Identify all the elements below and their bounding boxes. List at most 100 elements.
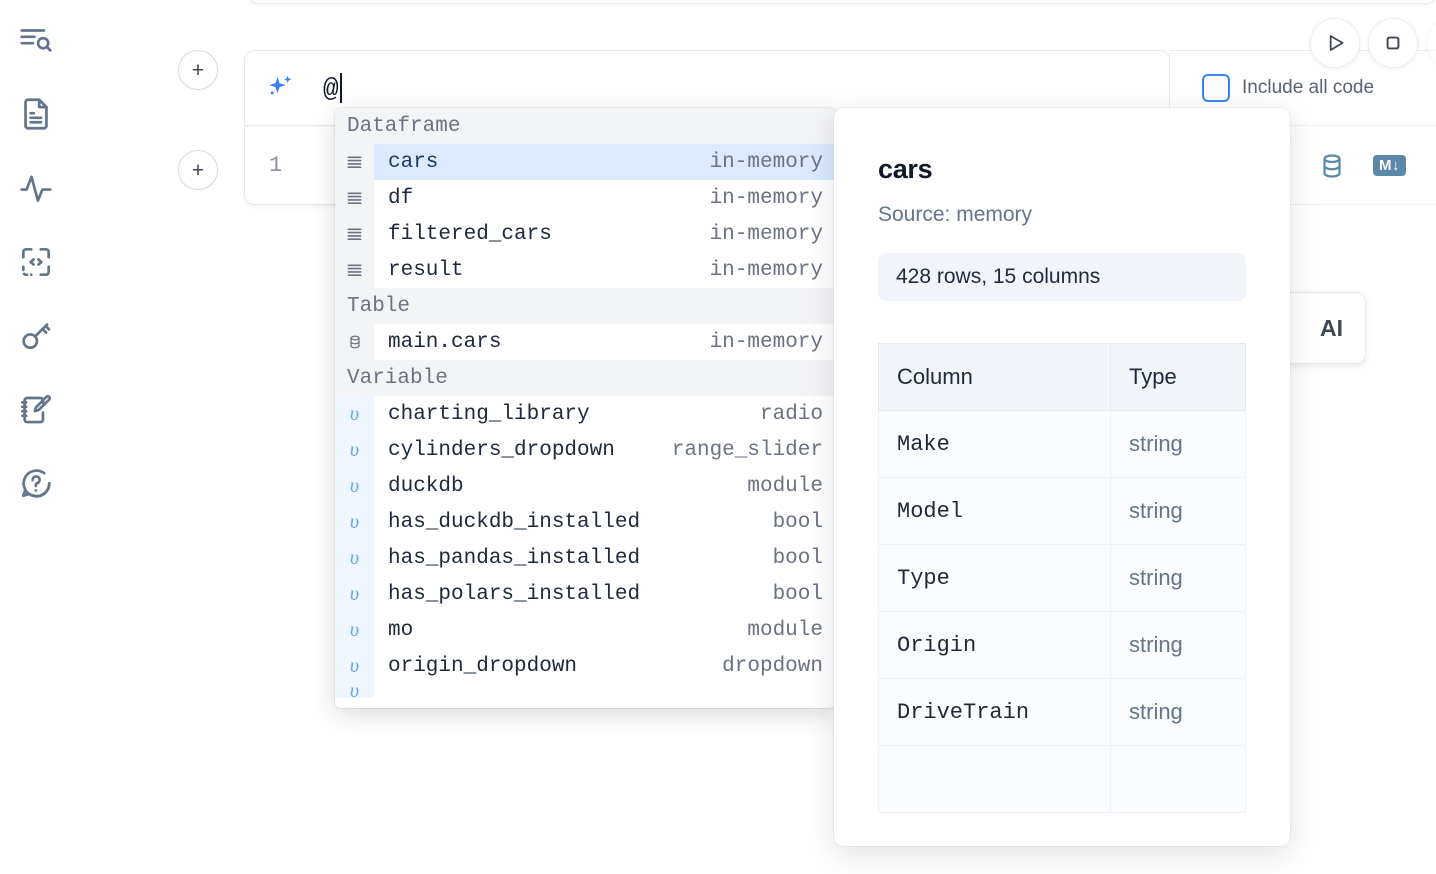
stop-cell-button[interactable] (1368, 18, 1418, 68)
table-row-clipped (878, 745, 1246, 813)
autocomplete-item-type: in-memory (709, 222, 823, 246)
preview-stats: 428 rows, 15 columns (878, 253, 1246, 301)
autocomplete-item-body: mo module (374, 612, 835, 648)
autocomplete-group-header: Dataframe (335, 108, 835, 144)
help-icon[interactable] (14, 462, 58, 506)
autocomplete-item-duckdb[interactable]: υ duckdb module (335, 468, 835, 504)
autocomplete-item-type: in-memory (709, 186, 823, 210)
cell-column-type (1110, 745, 1246, 813)
autocomplete-group-header: Table (335, 288, 835, 324)
dataframe-icon (335, 216, 374, 252)
preview-schema-table: Column Type Make string Model string Typ… (878, 343, 1246, 813)
autocomplete-item-cars[interactable]: cars in-memory (335, 144, 835, 180)
cell-column-type: string (1110, 477, 1246, 545)
document-icon[interactable] (14, 92, 58, 136)
activity-icon[interactable] (14, 166, 58, 210)
table-row: Type string (878, 544, 1246, 612)
autocomplete-item-type: radio (759, 402, 823, 426)
cell-column-name: DriveTrain (878, 678, 1111, 746)
include-all-code-row[interactable]: Include all code (1202, 74, 1374, 102)
autocomplete-item-type: bool (772, 582, 823, 606)
autocomplete-item-has-polars-installed[interactable]: υ has_polars_installed bool (335, 576, 835, 612)
autocomplete-item-filtered-cars[interactable]: filtered_cars in-memory (335, 216, 835, 252)
autocomplete-item-body: cars in-memory (374, 144, 835, 180)
autocomplete-item-has-duckdb-installed[interactable]: υ has_duckdb_installed bool (335, 504, 835, 540)
variable-icon: υ (335, 576, 374, 612)
previous-cell-partial (248, 0, 1436, 4)
variable-icon: υ (335, 432, 374, 468)
preview-title: cars (878, 154, 933, 184)
autocomplete-item-type: in-memory (709, 150, 823, 174)
cell-column-name: Make (878, 410, 1111, 478)
preview-source: Source: memory (878, 203, 1033, 226)
include-all-code-label: Include all code (1242, 77, 1375, 98)
dataframe-icon (335, 180, 374, 216)
autocomplete-item-clipped[interactable]: υ (335, 684, 835, 698)
autocomplete-item-name: cars (388, 150, 439, 174)
autocomplete-item-name: duckdb (388, 474, 464, 498)
autocomplete-item-body (374, 684, 835, 698)
cell-column-name: Model (878, 477, 1111, 545)
autocomplete-item-mo[interactable]: υ mo module (335, 612, 835, 648)
autocomplete-item-name: has_polars_installed (388, 582, 641, 606)
table-row: Origin string (878, 611, 1246, 679)
autocomplete-item-charting-library[interactable]: υ charting_library radio (335, 396, 835, 432)
autocomplete-item-type: module (747, 618, 823, 642)
autocomplete-item-name: origin_dropdown (388, 654, 578, 678)
autocomplete-item-origin-dropdown[interactable]: υ origin_dropdown dropdown (335, 648, 835, 684)
cell-column-name (878, 745, 1111, 813)
add-cell-above-button[interactable]: + (178, 50, 218, 90)
autocomplete-item-name: charting_library (388, 402, 590, 426)
autocomplete-item-body: has_polars_installed bool (374, 576, 835, 612)
autocomplete-item-has-pandas-installed[interactable]: υ has_pandas_installed bool (335, 540, 835, 576)
autocomplete-group-header: Variable (335, 360, 835, 396)
autocomplete-item-name: filtered_cars (388, 222, 552, 246)
variable-icon: υ (335, 468, 374, 504)
autocomplete-item-name: main.cars (388, 330, 502, 354)
table-header-row: Column Type (878, 343, 1246, 411)
run-cell-button[interactable] (1310, 18, 1360, 68)
autocomplete-item-type: in-memory (709, 330, 823, 354)
variable-icon: υ (335, 684, 374, 698)
autocomplete-item-type: module (747, 474, 823, 498)
autocomplete-item-type: in-memory (709, 258, 823, 282)
column-header-type: Type (1110, 343, 1246, 411)
add-cell-below-button[interactable]: + (178, 150, 218, 190)
autocomplete-item-body: cylinders_dropdown range_slider (374, 432, 835, 468)
autocomplete-item-name: cylinders_dropdown (388, 438, 615, 462)
markdown-badge[interactable]: M↓ (1373, 155, 1406, 176)
mention-autocomplete-dropdown[interactable]: Dataframe cars in-memory df in-memory (335, 108, 835, 708)
autocomplete-item-df[interactable]: df in-memory (335, 180, 835, 216)
scratchpad-icon[interactable] (14, 388, 58, 432)
line-number: 1 (269, 153, 283, 178)
ai-prompt-text: @ (323, 72, 342, 104)
database-icon[interactable] (1317, 151, 1347, 181)
search-outline-icon[interactable] (14, 18, 58, 62)
include-all-code-checkbox[interactable] (1202, 74, 1230, 102)
autocomplete-item-cylinders-dropdown[interactable]: υ cylinders_dropdown range_slider (335, 432, 835, 468)
cell-column-type: string (1110, 678, 1246, 746)
autocomplete-item-body: origin_dropdown dropdown (374, 648, 835, 684)
autocomplete-item-body: filtered_cars in-memory (374, 216, 835, 252)
table-row: Make string (878, 410, 1246, 478)
dataframe-icon (335, 144, 374, 180)
cell-column-type: string (1110, 410, 1246, 478)
autocomplete-item-body: has_duckdb_installed bool (374, 504, 835, 540)
autocomplete-item-body: duckdb module (374, 468, 835, 504)
code-snippet-icon[interactable] (14, 240, 58, 284)
variable-icon: υ (335, 504, 374, 540)
more-actions-button[interactable] (1426, 18, 1436, 68)
autocomplete-item-main-cars[interactable]: main.cars in-memory (335, 324, 835, 360)
dataframe-icon (335, 252, 374, 288)
autocomplete-item-result[interactable]: result in-memory (335, 252, 835, 288)
column-header-column: Column (878, 343, 1111, 411)
autocomplete-item-name: has_pandas_installed (388, 546, 641, 570)
autocomplete-item-body: result in-memory (374, 252, 835, 288)
variable-icon: υ (335, 648, 374, 684)
sidebar-rail (0, 0, 72, 874)
key-icon[interactable] (14, 314, 58, 358)
cell-column-name: Type (878, 544, 1111, 612)
autocomplete-item-body: has_pandas_installed bool (374, 540, 835, 576)
variable-icon: υ (335, 540, 374, 576)
table-database-icon (335, 324, 374, 360)
